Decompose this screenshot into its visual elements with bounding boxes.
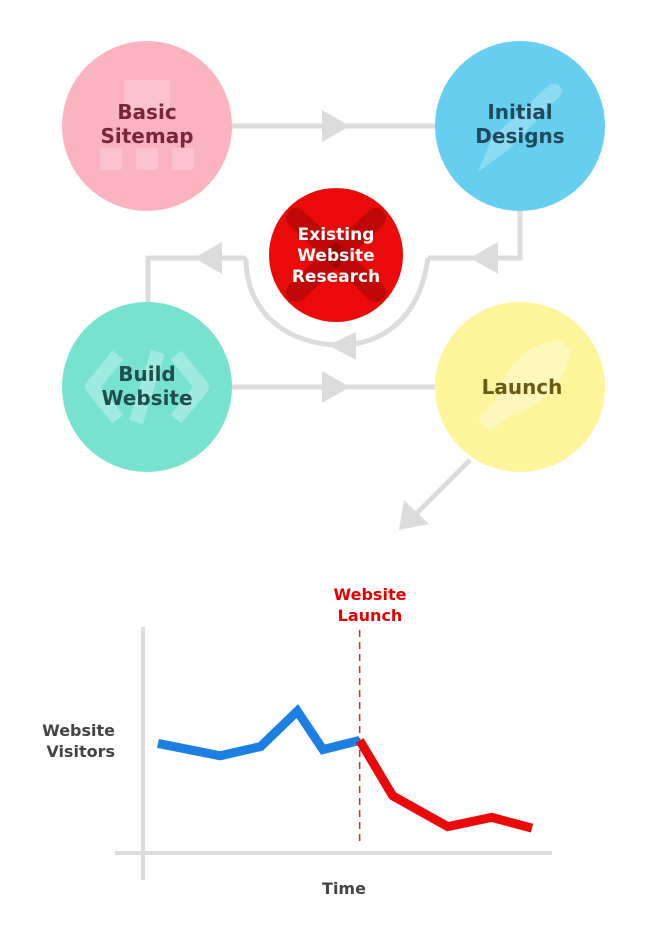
arrowhead-loop bbox=[328, 332, 356, 360]
node-circle bbox=[269, 188, 403, 322]
node-label-line: Launch bbox=[482, 375, 563, 399]
node-label-line: Basic bbox=[117, 100, 176, 124]
series-line-after-launch bbox=[355, 738, 534, 833]
code-icon bbox=[85, 349, 209, 425]
visitors-chart: Website Launch Website Visitors Time bbox=[42, 585, 552, 898]
y-axis-label-line: Website bbox=[42, 721, 115, 740]
node-launch: Launch bbox=[435, 302, 605, 472]
rocket-icon bbox=[478, 340, 570, 432]
arrowhead-right-top bbox=[322, 110, 350, 142]
node-build-website: Build Website bbox=[62, 302, 232, 472]
node-initial-designs: Initial Designs bbox=[435, 41, 605, 211]
node-label-line: Website bbox=[297, 246, 374, 266]
arrow-launch-to-chart bbox=[408, 458, 472, 522]
arrow-designs-to-research bbox=[428, 210, 523, 261]
node-circle bbox=[435, 41, 605, 211]
node-label-line: Website bbox=[101, 386, 192, 410]
node-circle bbox=[62, 302, 232, 472]
node-existing-website-research: Existing Website Research bbox=[269, 188, 403, 322]
arrowhead-left-left-branch bbox=[194, 242, 222, 274]
node-label-line: Designs bbox=[475, 124, 564, 148]
series-line-before-launch bbox=[157, 704, 361, 761]
node-label-line: Sitemap bbox=[100, 124, 193, 148]
x-cross-icon bbox=[286, 208, 386, 302]
arrow-research-to-build bbox=[145, 255, 246, 302]
arrowheads bbox=[194, 110, 498, 530]
node-label-line: Research bbox=[292, 267, 380, 287]
node-label-line: Existing bbox=[298, 225, 375, 245]
node-circle bbox=[62, 41, 232, 211]
node-label-line: Build bbox=[118, 362, 176, 386]
arrowhead-right-bottom bbox=[322, 371, 350, 403]
series-layer bbox=[157, 704, 534, 833]
y-axis-label-line: Visitors bbox=[46, 742, 115, 761]
sitemap-icon bbox=[100, 80, 194, 170]
arrowhead-left-right-branch bbox=[470, 242, 498, 274]
node-basic-sitemap: Basic Sitemap bbox=[62, 41, 232, 211]
node-label-line: Initial bbox=[487, 100, 552, 124]
pencil-icon bbox=[478, 83, 562, 172]
arrowhead-diagonal bbox=[399, 500, 429, 530]
node-circle bbox=[435, 302, 605, 472]
annotation-label-line: Website bbox=[334, 585, 407, 604]
annotation-label-line: Launch bbox=[338, 606, 403, 625]
x-axis-label: Time bbox=[322, 879, 366, 898]
